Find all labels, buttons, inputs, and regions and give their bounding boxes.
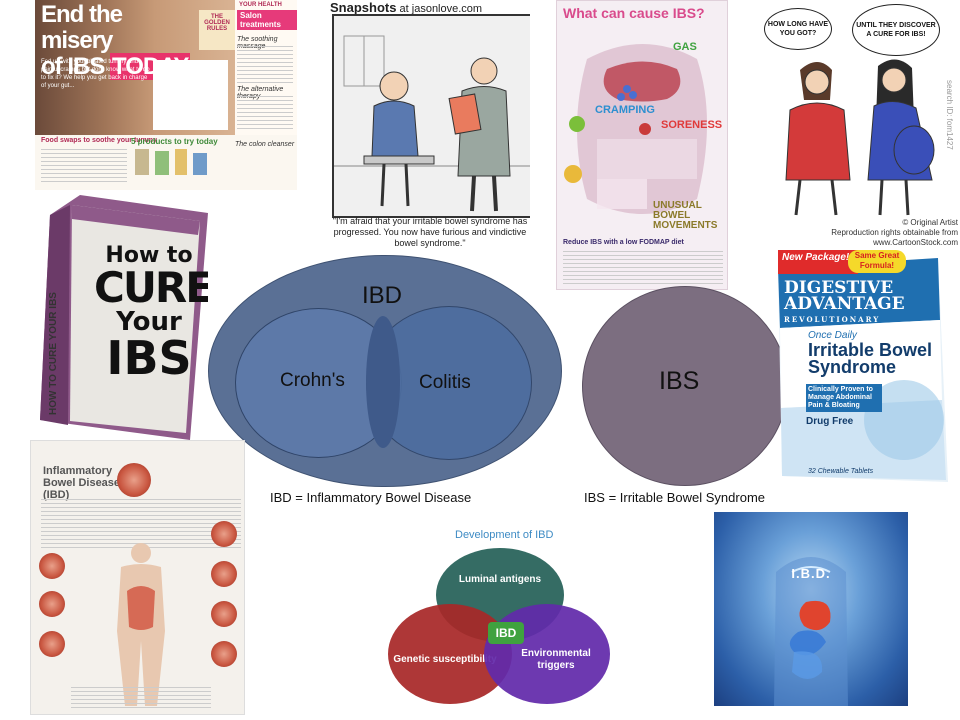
book-title-line-4: IBS [106,331,192,385]
right-page-text [237,46,293,84]
ibs-causes-poster: What can cause IBS? GAS CRAMPING SORENES… [556,0,728,290]
poster-footer-text [563,251,723,285]
same-formula-badge: Same Great Formula! [848,250,906,273]
environmental-triggers-circle: Environmental triggers [484,604,610,704]
environmental-triggers-label: Environmental triggers [521,648,591,671]
book-title-line-2: CURE [94,263,208,312]
colon-heading: The colon cleanser [235,141,295,148]
products-title: 5 products to try today [131,137,218,146]
ibd-anatomy-poster: Inflammatory Bowel Disease (IBD) [30,440,245,715]
ibd-center-label: IBD [488,622,524,644]
poster-footer: Reduce IBS with a low FODMAP diet [563,239,684,246]
product-jar-4 [193,153,207,175]
ibs-joke-cartoon: HOW LONG HAVE YOU GOT? UNTIL THEY DISCOV… [760,0,960,250]
colon-close-up-3 [39,631,65,657]
colon-close-up-7 [211,641,237,667]
book-spine-title: HOW TO CURE YOUR IBS [48,292,59,415]
brand-line-3: REVOLUTIONARY [784,315,881,324]
crohns-label: Crohn's [280,370,345,391]
magazine-spread-image: End the misery of IBS TODAY Fed up with … [35,0,297,190]
drug-free: Drug Free [806,416,854,427]
xray-label: I.B.D. [791,566,831,581]
colitis-label: Colitis [419,372,471,393]
product-name: Irritable Bowel Syndrome [808,340,933,377]
cramping-label: CRAMPING [595,104,655,116]
genetic-susceptibility-label: Genetic susceptibility [393,654,497,665]
colon-close-up-2 [39,591,65,617]
your-health-tag: YOUR HEALTH [239,2,282,8]
cartoon-women [785,59,935,216]
poster-illustration [564,44,707,214]
ibd-definition: IBD = Inflammatory Bowel Disease [270,490,472,505]
cartoon-brand-title: Snapshots [330,0,397,15]
tablet-count: 32 Chewable Tablets [808,468,874,475]
cartoon-copyright: © Original Artist Reproduction rights ob… [831,218,958,248]
cartoon-search-id: search ID: fom1427 [945,80,954,150]
brand-line-1: DIGESTIVE [784,278,894,298]
magazine-right-page: YOUR HEALTH Salon treatments The soothin… [235,0,297,135]
salon-tag: Salon treatments [237,10,297,30]
ibs-label: IBS [659,367,700,395]
book-title-line-3: Your [116,307,182,337]
golden-rules-box: THE GOLDEN RULES [199,10,235,50]
crohns-colitis-overlap [366,316,400,448]
anatomy-poster-title: Inflammatory Bowel Disease (IBD) [43,465,121,501]
development-title: Development of IBD [455,529,554,541]
right-page-text-2 [237,96,293,132]
digestive-advantage-box: New Package! Same Great Formula! DIGESTI… [778,250,948,485]
magazine-body-text [153,60,228,130]
anatomy-intro-text [41,499,241,549]
brand-line-2: ADVANTAGE [784,294,905,314]
copyright-line-2: Reproduction rights obtainable from [831,228,958,237]
cartoon-drawing [334,16,530,216]
ibd-xray-image: I.B.D. [714,512,908,706]
box-brand: DIGESTIVE ADVANTAGE REVOLUTIONARY [784,280,905,328]
xray-body [774,557,848,706]
cartoon-panel [332,14,530,218]
magazine-bottom-strip: Food swaps to soothe your tummy 5 produc… [35,135,297,190]
copyright-line-3: www.CartoonStock.com [873,238,958,247]
anatomy-body [117,543,165,706]
speech-bubble-2: UNTIL THEY DISCOVER A CURE FOR IBS! [852,4,940,56]
food-swaps-title: Food swaps to soothe your tummy [41,137,157,144]
once-daily: Once Daily [808,330,857,341]
product-jar-2 [155,151,169,175]
colon-close-up-6 [211,601,237,627]
book-illustration [40,195,208,440]
ibs-circle [582,286,788,486]
product-claim: Clinically Proven to Manage Abdominal Pa… [806,384,882,412]
magazine-subline: Fed up with your bloated tummy and painf… [41,59,150,89]
poster-title: What can cause IBS? [563,5,705,21]
copyright-line-1: © Original Artist [902,218,958,227]
headline-line-2: of IBS [41,53,105,80]
new-package-banner: New Package! [778,250,858,274]
anatomy-footer-text [71,687,211,711]
soreness-label: SORENESS [661,119,723,131]
gas-label: GAS [673,41,697,53]
book-cover-title: How to CURE Your IBS [94,243,208,385]
luminal-antigens-label: Luminal antigens [458,574,542,585]
colon-close-up-1 [39,553,65,579]
cure-ibs-book-image: HOW TO CURE YOUR IBS How to CURE Your IB… [40,195,208,440]
cartoon-site: at jasonlove.com [399,3,483,15]
product-jar-1 [135,149,149,175]
product-jar-3 [175,149,187,175]
cartoon-brand: Snapshots at jasonlove.com [330,0,482,15]
unusual-bowel-label: UNUSUAL BOWEL MOVEMENTS [653,200,718,231]
doctor-cartoon-image: Snapshots at jasonlove.com "I'm afraid t… [330,0,530,250]
speech-bubble-1: HOW LONG HAVE YOU GOT? [764,8,832,50]
colon-close-up-5 [211,561,237,587]
food-swaps-text [41,149,127,185]
ibd-label: IBD [362,282,403,309]
ibs-definition: IBS = Irritable Bowel Syndrome [584,490,765,505]
cartoon-caption: "I'm afraid that your irritable bowel sy… [332,216,528,248]
colon-close-up-4 [211,521,237,547]
colon-close-up-8 [117,463,151,497]
book-title-line-1: How to [105,243,193,268]
headline-line-1: End the misery [41,1,123,54]
